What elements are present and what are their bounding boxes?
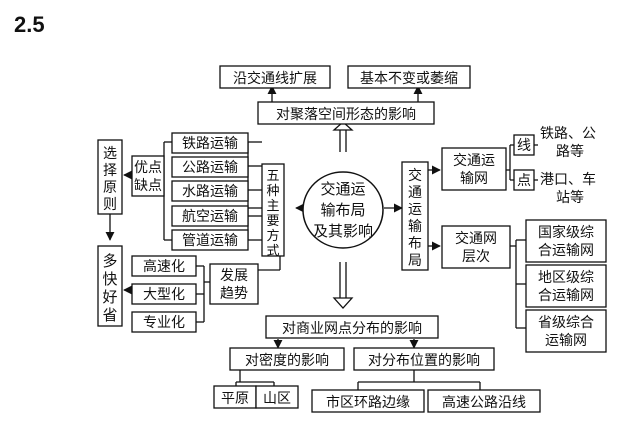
layout-title-char: 通 bbox=[408, 185, 422, 201]
location-item-ring-box bbox=[311, 389, 425, 413]
result-char: 好 bbox=[102, 288, 117, 306]
trend-title-box bbox=[209, 263, 259, 305]
level-line: 国家级综 bbox=[538, 224, 594, 241]
mode-box-rail bbox=[171, 132, 249, 154]
location-item: 市区环路边缘 bbox=[326, 394, 410, 411]
arrow-head-settlement bbox=[332, 121, 354, 131]
levels-title-line: 交通网 bbox=[455, 230, 497, 247]
levels-title-line: 层次 bbox=[462, 249, 490, 265]
density-label: 对密度的影响 bbox=[245, 352, 329, 369]
center-line-1: 交通运 bbox=[320, 180, 365, 198]
principle-char: 则 bbox=[103, 197, 117, 213]
unchanged-label: 基本不变或萎缩 bbox=[360, 70, 458, 87]
point-box bbox=[513, 169, 535, 191]
point-label: 点 bbox=[517, 173, 531, 189]
center-line-2: 输布局 bbox=[320, 201, 365, 219]
modes-title-box bbox=[261, 163, 285, 257]
modes-title-char: 方 bbox=[266, 228, 279, 244]
principle-box bbox=[97, 139, 123, 215]
level-line: 地区级综 bbox=[538, 270, 594, 286]
modes-title-char: 要 bbox=[266, 214, 279, 229]
result-char: 多 bbox=[102, 252, 117, 270]
network-line: 输网 bbox=[460, 171, 488, 187]
cons-label: 缺点 bbox=[134, 178, 162, 194]
level-box-provincial bbox=[525, 309, 607, 353]
location-item-highway-box bbox=[427, 389, 541, 413]
settlement-title-box bbox=[257, 101, 435, 125]
center-node bbox=[302, 171, 384, 249]
location-label: 对分布位置的影响 bbox=[368, 353, 480, 369]
principle-char: 选 bbox=[103, 146, 117, 162]
location-box bbox=[353, 347, 495, 371]
density-item: 平原 bbox=[221, 391, 249, 407]
arrow-head-commerce bbox=[332, 297, 354, 309]
layout-title-box bbox=[401, 161, 429, 271]
network-box bbox=[441, 147, 507, 191]
modes-title-char: 五 bbox=[266, 169, 279, 184]
trend-title-line: 发展 bbox=[220, 268, 248, 284]
line-item: 铁路、公 bbox=[540, 126, 596, 142]
levels-title-box bbox=[441, 225, 511, 269]
trend-item: 专业化 bbox=[143, 315, 185, 331]
modes-title-char: 主 bbox=[266, 199, 279, 214]
trend-item: 高速化 bbox=[143, 258, 185, 275]
layout-title-char: 局 bbox=[408, 253, 422, 269]
layout-title-char: 输 bbox=[408, 219, 422, 235]
level-line: 省级综合 bbox=[538, 315, 594, 331]
layout-title-char: 交 bbox=[408, 167, 422, 184]
level-box-national bbox=[525, 219, 607, 263]
pros-cons-box bbox=[131, 155, 165, 197]
principle-char: 择 bbox=[103, 163, 117, 179]
line-box bbox=[513, 134, 535, 156]
layout-title-char: 运 bbox=[408, 202, 422, 218]
principle-char: 原 bbox=[103, 180, 117, 196]
point-item: 港口、车 bbox=[540, 171, 596, 188]
modes-title-char: 种 bbox=[266, 184, 279, 199]
trend-box-special bbox=[131, 311, 197, 333]
level-box-regional bbox=[525, 264, 607, 308]
layout-title-char: 布 bbox=[408, 236, 422, 252]
center-line-3: 及其影响 bbox=[313, 222, 373, 240]
mode-item: 铁路运输 bbox=[182, 136, 238, 152]
location-item: 高速公路沿线 bbox=[442, 394, 526, 411]
level-line: 合运输网 bbox=[538, 243, 594, 259]
unchanged-box bbox=[347, 65, 471, 89]
commerce-title: 对商业网点分布的影响 bbox=[282, 321, 422, 337]
mode-item: 航空运输 bbox=[182, 209, 238, 225]
network-line: 交通运 bbox=[453, 152, 495, 169]
level-line: 运输网 bbox=[545, 333, 587, 349]
trend-box-scale bbox=[131, 283, 197, 305]
pros-label: 优点 bbox=[134, 160, 162, 176]
point-item: 站等 bbox=[556, 189, 584, 206]
mode-item: 公路运输 bbox=[182, 160, 238, 176]
density-item-mountain-box bbox=[255, 385, 299, 409]
trend-item: 大型化 bbox=[143, 287, 185, 303]
mode-item: 管道运输 bbox=[182, 233, 238, 249]
mode-box-road bbox=[171, 156, 249, 178]
expand-box bbox=[219, 65, 331, 89]
section-number: 2.5 bbox=[14, 12, 45, 37]
mode-item: 水路运输 bbox=[182, 184, 238, 200]
settlement-title: 对聚落空间形态的影响 bbox=[276, 107, 416, 123]
level-line: 合运输网 bbox=[538, 288, 594, 304]
mode-box-water bbox=[171, 180, 249, 202]
result-char: 快 bbox=[102, 270, 117, 288]
result-char: 省 bbox=[102, 306, 117, 324]
density-box bbox=[229, 347, 345, 371]
expand-label: 沿交通线扩展 bbox=[233, 70, 317, 87]
commerce-title-box bbox=[265, 315, 439, 339]
line-label: 线 bbox=[517, 138, 531, 154]
mode-box-air bbox=[171, 205, 249, 227]
trend-box-speed bbox=[131, 255, 197, 277]
line-item: 路等 bbox=[556, 143, 584, 160]
trend-title-line: 趋势 bbox=[220, 286, 248, 302]
mode-box-pipeline bbox=[171, 229, 249, 251]
density-item: 山区 bbox=[263, 391, 291, 407]
principle-result-box bbox=[97, 245, 123, 327]
modes-title-char: 式 bbox=[266, 244, 279, 259]
